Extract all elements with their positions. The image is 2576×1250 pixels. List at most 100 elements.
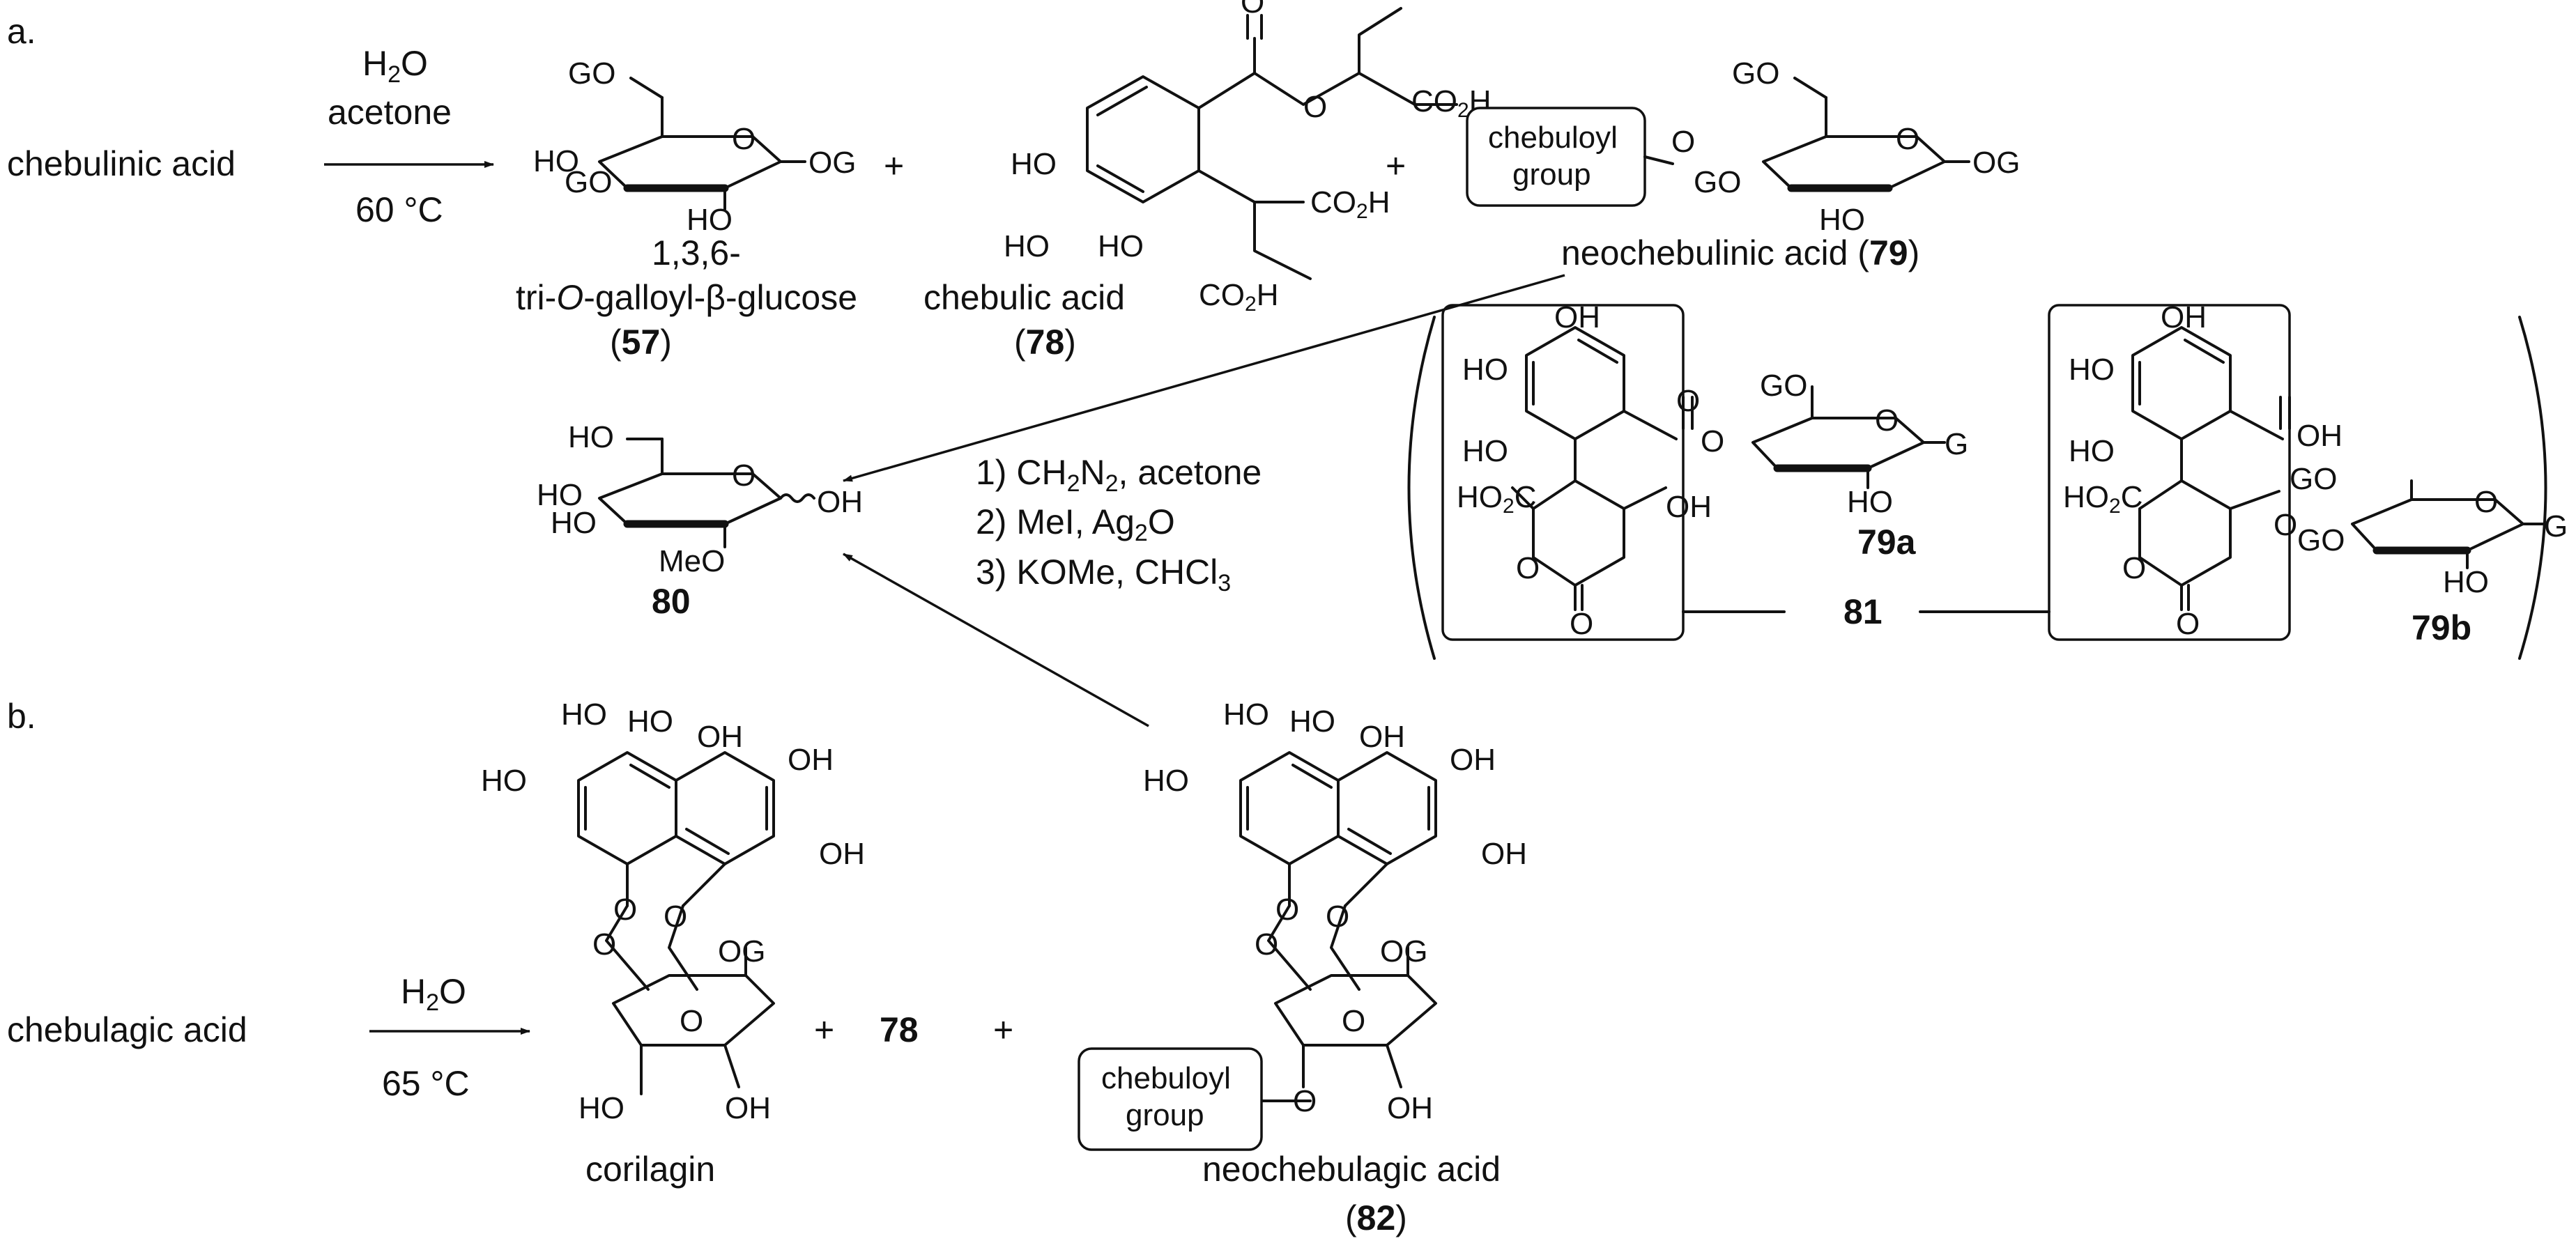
svg-text:GO: GO — [568, 56, 615, 91]
svg-text:OG: OG — [718, 934, 765, 969]
svg-text:OH: OH — [725, 1091, 771, 1125]
structure-79: O GO O GO HO OG — [1643, 56, 2020, 237]
condition-temp-b: 65 °C — [382, 1064, 470, 1103]
compound-78-ref-b: 78 — [880, 1010, 919, 1049]
svg-text:OH: OH — [2161, 300, 2207, 334]
condition-water-b: H2O — [401, 972, 466, 1016]
box-a-line2: group — [1512, 157, 1591, 192]
svg-text:O: O — [1241, 0, 1264, 20]
svg-text:G: G — [2544, 509, 2568, 543]
svg-text:HO: HO — [568, 420, 614, 454]
svg-text:HO: HO — [537, 478, 583, 512]
svg-text:HO: HO — [1462, 353, 1508, 387]
box-b-line2: group — [1126, 1098, 1204, 1132]
compound-80-id: 80 — [652, 582, 691, 621]
svg-text:OH: OH — [1450, 743, 1496, 777]
svg-text:HO: HO — [481, 764, 527, 798]
svg-text:OH: OH — [697, 720, 743, 754]
svg-text:HO2C: HO2C — [2063, 480, 2142, 518]
svg-text:HO: HO — [627, 704, 673, 739]
svg-text:OH: OH — [819, 837, 865, 871]
svg-text:HO: HO — [1004, 229, 1050, 263]
svg-text:GO: GO — [1760, 369, 1807, 403]
svg-text:OH: OH — [817, 485, 863, 519]
svg-text:O: O — [1275, 893, 1299, 927]
svg-text:GO: GO — [2290, 462, 2337, 496]
compound-57-name-line2: tri-O-galloyl-β-glucose — [516, 278, 857, 317]
condition-acetone: acetone — [328, 93, 452, 132]
svg-text:HO: HO — [2443, 565, 2489, 599]
svg-text:OH: OH — [788, 743, 834, 777]
panel-a-label: a. — [7, 12, 36, 51]
compound-57-name-line1: 1,3,6- — [652, 233, 741, 272]
compound-82-id: (82) — [1345, 1198, 1407, 1237]
svg-text:HO: HO — [1143, 764, 1189, 798]
left-parenthesis — [1407, 316, 1436, 660]
svg-text:O: O — [2176, 607, 2200, 641]
plus-b2: + — [993, 1010, 1013, 1049]
svg-text:GO: GO — [1732, 56, 1779, 91]
svg-text:O: O — [1896, 122, 1919, 156]
isomer-79a-id: 79a — [1857, 523, 1917, 562]
svg-text:OH: OH — [1481, 837, 1527, 871]
isomer-79b-id: 79b — [2412, 608, 2471, 647]
svg-text:HO: HO — [551, 506, 597, 540]
condition-water-a: H2O — [362, 44, 428, 88]
reagent-step-1: 1) CH2N2, acetone — [976, 453, 1262, 497]
svg-text:O: O — [1875, 403, 1899, 438]
structure-corilagin: HO HO OH OH HO OH O O O OG O HO OH — [481, 697, 865, 1125]
isomer-79b-box — [2048, 304, 2291, 641]
structure-79a-sugar: O O GO O G HO — [1676, 369, 1968, 519]
svg-text:OH: OH — [1387, 1091, 1433, 1125]
svg-text:O: O — [2274, 508, 2297, 542]
svg-text:O: O — [1570, 607, 1593, 641]
svg-text:O: O — [1303, 90, 1327, 124]
svg-text:O: O — [732, 458, 756, 493]
right-parenthesis — [2518, 316, 2547, 660]
svg-text:HO: HO — [1011, 147, 1057, 181]
svg-text:O: O — [732, 122, 756, 156]
svg-text:O: O — [1676, 384, 1700, 418]
chebuloyl-group-box-b — [1078, 1047, 1263, 1151]
svg-text:HO: HO — [533, 144, 579, 178]
svg-text:OH: OH — [1666, 490, 1712, 524]
svg-text:OH: OH — [1359, 720, 1405, 754]
reagent-step-3: 3) KOMe, CHCl3 — [976, 553, 1231, 596]
structure-79b: OH HO HO HO2C O O — [2063, 300, 2284, 641]
svg-text:O: O — [1671, 125, 1695, 159]
svg-text:HO: HO — [1223, 697, 1269, 732]
structure-82: HO HO OH OH HO OH O O O OG O O OH — [1143, 697, 1527, 1125]
compound-78-id: (78) — [1014, 323, 1076, 362]
svg-text:O: O — [1293, 1084, 1317, 1118]
svg-text:HO: HO — [2069, 353, 2115, 387]
svg-text:OG: OG — [808, 146, 856, 180]
reagent-step-2: 2) MeI, Ag2O — [976, 502, 1175, 546]
svg-text:O: O — [664, 900, 687, 934]
svg-text:O: O — [613, 893, 637, 927]
svg-text:OG: OG — [1380, 934, 1427, 969]
svg-text:CO2H: CO2H — [1199, 278, 1278, 316]
svg-text:OH: OH — [1554, 300, 1600, 334]
svg-text:GO: GO — [2297, 523, 2345, 557]
svg-text:HO: HO — [687, 203, 733, 237]
svg-text:O: O — [1255, 927, 1278, 962]
svg-text:OH: OH — [2297, 419, 2343, 453]
svg-text:O: O — [2122, 551, 2146, 585]
svg-text:HO: HO — [1819, 203, 1865, 237]
chebulinic-acid-label: chebulinic acid — [7, 144, 236, 183]
svg-text:G: G — [1945, 427, 1968, 461]
structure-79a: OH HO HO HO2C O O OH — [1457, 300, 1712, 641]
neochebulinic-acid-name: neochebulinic acid (79) — [1561, 233, 1919, 272]
condition-temp-a: 60 °C — [355, 190, 443, 229]
chebulic-acid-name: chebulic acid — [923, 278, 1125, 317]
neochebulagic-acid-name: neochebulagic acid — [1202, 1150, 1501, 1189]
compound-57-id: (57) — [610, 323, 672, 362]
svg-text:HO: HO — [1098, 229, 1144, 263]
svg-text:HO: HO — [2069, 434, 2115, 468]
svg-text:GO: GO — [1694, 165, 1741, 199]
compound-81-id: 81 — [1843, 592, 1883, 631]
svg-text:HO2C: HO2C — [1457, 480, 1536, 518]
corilagin-name: corilagin — [585, 1150, 715, 1189]
